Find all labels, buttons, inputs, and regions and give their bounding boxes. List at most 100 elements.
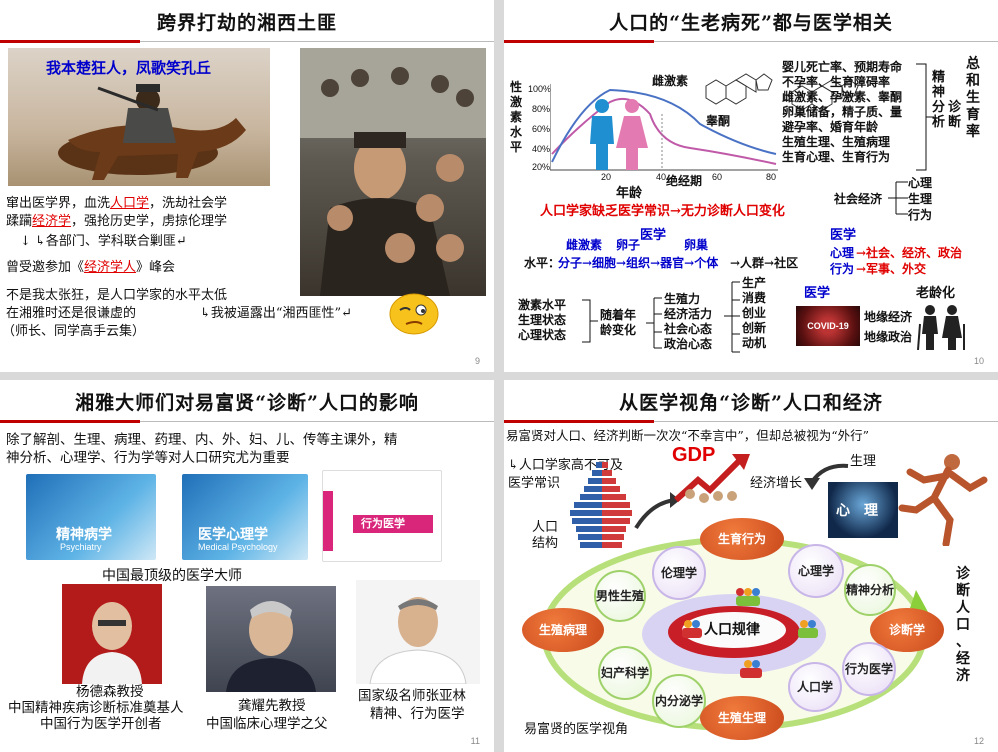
- level-chain: 分子→细胞→组织→器官→个体: [558, 256, 719, 270]
- masters-caption: 中国最顶级的医学大师: [102, 568, 242, 584]
- node-ethics: 伦理学: [652, 546, 706, 600]
- col-char: 分: [932, 100, 946, 115]
- title-underline: [0, 40, 140, 43]
- hormone-curve-chart: [550, 84, 778, 171]
- title-rule: [654, 421, 998, 422]
- col-char: 精: [932, 70, 946, 85]
- branch-behavior: 行为: [830, 262, 855, 276]
- x-tick-20: 20: [601, 172, 612, 182]
- note-line-2: 医学常识: [508, 476, 561, 491]
- indicator-item: 避孕率、婚育年龄: [782, 120, 879, 134]
- intro-line-2: 神分析、心理学、行为学等对人口研究尤为重要: [6, 450, 290, 466]
- x-tick-60: 60: [712, 172, 723, 182]
- col-char: 生: [966, 90, 980, 106]
- vitality-item: 社会心态: [664, 322, 713, 336]
- pop-structure-line: 结构: [532, 536, 559, 551]
- covid-label: COVID-19: [807, 321, 849, 331]
- p2-name: 龚耀先教授: [238, 698, 306, 714]
- page-number: 12: [973, 736, 984, 746]
- text-red-economics: 经济学: [32, 214, 72, 229]
- col-char: 和: [966, 73, 980, 89]
- branch-behavior-out: →军事、外交: [856, 262, 927, 276]
- state-list: 激素水平 生理状态 心理状态: [518, 298, 566, 343]
- level-label: 水平：: [524, 256, 561, 270]
- y-tick-100: 100%: [528, 84, 552, 94]
- red-conclusion: 人口学家缺乏医学常识→无力诊断人口变化: [540, 204, 785, 219]
- bracket: [582, 299, 598, 343]
- diagnosis-column: 诊 断: [948, 100, 962, 130]
- book-medical-psychology: 医学心理学 Medical Psychology: [182, 474, 308, 560]
- book-3-title: 行为医学: [361, 517, 405, 530]
- footer-caption: 易富贤的医学视角: [524, 722, 629, 737]
- book-psychiatry: 精神病学 Psychiatry: [26, 474, 156, 560]
- geo-politics: 地缘政治: [864, 330, 913, 344]
- aging-label: 老龄化: [916, 286, 956, 301]
- node-fertility-behavior: 生育行为: [700, 518, 784, 560]
- text-line-2: 蹂躏经济学，强抢历史学，虏掠伦理学: [6, 214, 227, 230]
- center-law: 人口规律: [704, 622, 760, 638]
- bracket: [646, 297, 662, 349]
- y-axis-label: 性 激 素 水 平: [510, 80, 526, 155]
- med-label-1: 医学: [640, 228, 667, 243]
- y-tick-80: 80%: [532, 104, 551, 114]
- col-char: 诊: [956, 566, 970, 582]
- y-tick-20: 20%: [532, 162, 551, 172]
- branch-psychology-out: →社会、经济、政治: [856, 246, 963, 260]
- p1-desc-2: 中国行为医学开创者: [40, 716, 162, 732]
- y-label-char: 性: [510, 80, 523, 94]
- title-underline: [0, 420, 140, 423]
- branch-psychology: 心理: [830, 246, 855, 260]
- gdp-label: GDP: [672, 444, 716, 466]
- col-char: 、: [956, 634, 970, 650]
- book-1-title: 精神病学: [56, 527, 112, 543]
- vitality-item: 经济活力: [664, 307, 713, 321]
- text-seg: 》峰会: [136, 260, 176, 275]
- indicator-item: 卵巢储备，精子质、量: [782, 105, 903, 119]
- slide-9-title: 跨界打劫的湘西土匪: [156, 12, 337, 34]
- geo-economics: 地缘经济: [864, 310, 913, 324]
- label-estrogen: 雌激素: [652, 74, 689, 88]
- text-line-6: 在湘雅时还是很谦虚的: [6, 306, 137, 321]
- y-tick-40: 40%: [532, 144, 551, 154]
- p2-desc: 中国临床心理学之父: [206, 716, 328, 732]
- col-char: 经: [956, 651, 970, 667]
- produce-item: 创新: [742, 321, 767, 335]
- steroid-molecule-icon: [705, 73, 773, 105]
- label-estrogen-2: 雌激素: [566, 238, 603, 252]
- col-char: 析: [932, 115, 946, 130]
- bracket: [724, 281, 740, 353]
- col-char: 济: [956, 668, 970, 684]
- pop-structure-label: 人口 结构: [532, 520, 558, 552]
- steroid-molecule-icon-2: [791, 79, 859, 111]
- running-anatomy-figure: [898, 454, 988, 546]
- page-number: 11: [470, 736, 480, 746]
- text-seg: ，强抢历史学，虏掠伦理学: [71, 214, 228, 229]
- produce-item: 动机: [742, 336, 767, 350]
- bracket: [888, 181, 908, 215]
- node-obgyn: 妇产科学: [598, 646, 652, 700]
- portrait-zhang-yalin: [356, 580, 480, 684]
- x-axis-label: 年龄: [616, 186, 643, 201]
- people-group-icons: [682, 588, 818, 678]
- produce-item: 生产: [742, 276, 767, 290]
- page-number: 9: [474, 356, 480, 366]
- vitality-item: 政治心态: [664, 337, 713, 351]
- med-label-3: 医学: [804, 286, 831, 301]
- node-reproductive-physiology: 生殖生理: [700, 696, 784, 740]
- produce-list: 生产 消费 创业 创新 动机: [742, 276, 766, 351]
- intro-line-1: 除了解剖、生理、病理、药理、内、外、妇、儿、传等主课外，精: [6, 432, 398, 448]
- brain-psychology-image: 心 理: [828, 482, 898, 538]
- slide-10-title: 人口的“生老病死”都与医学相关: [609, 12, 893, 34]
- col-char: 诊: [948, 100, 962, 115]
- node-reproductive-pathology: 生殖病理: [522, 608, 604, 652]
- node-endocrinology: 内分泌学: [652, 674, 706, 728]
- title-underline: [504, 40, 654, 43]
- se-psychology: 心理: [908, 176, 933, 190]
- gdp-growth-image: [673, 450, 752, 506]
- curved-arrow-icon-2: [804, 463, 849, 490]
- slide-10: 人口的“生老病死”都与医学相关 性 激 素 水 平 100% 80% 60% 4…: [504, 0, 998, 372]
- label-ovary: 卵巢: [684, 238, 709, 252]
- movie-poster: [300, 48, 486, 296]
- diag-side-column: 诊 断 人 口 、 经 济: [956, 566, 972, 685]
- label-egg: 卵子: [616, 238, 641, 252]
